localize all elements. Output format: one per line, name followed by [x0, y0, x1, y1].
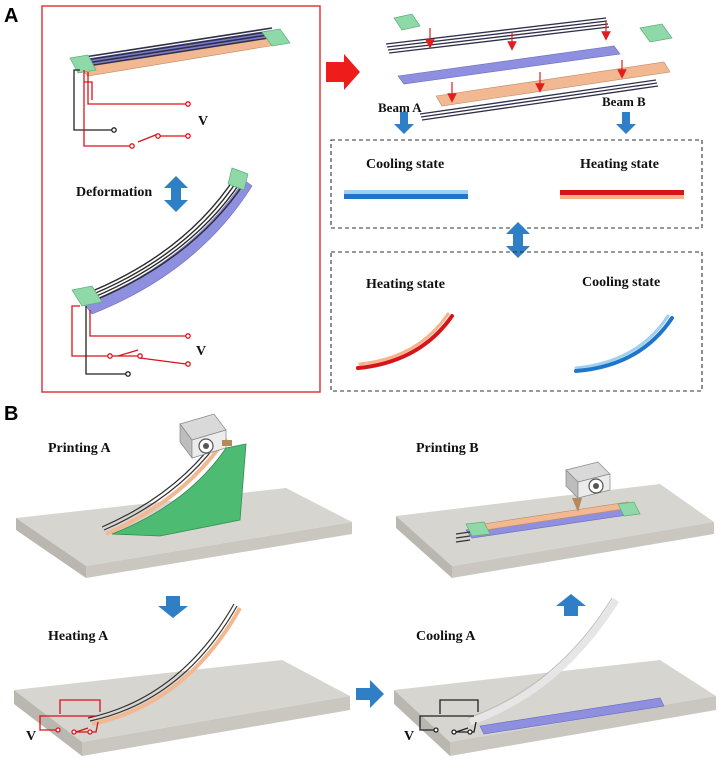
right-clamp	[261, 28, 291, 47]
bottom-circuit	[71, 305, 191, 377]
step-down-arrow	[158, 596, 188, 618]
voltage-label-cooling: V	[404, 729, 414, 744]
voltage-label-heating: V	[26, 729, 36, 744]
actuator-frame	[41, 5, 321, 393]
beam-a-label: Beam A	[378, 100, 422, 115]
print-head-a	[179, 413, 232, 460]
heating-circuit	[39, 699, 101, 735]
step-right-arrow	[356, 680, 384, 708]
top-left-state-label: Cooling state	[366, 157, 444, 172]
bottom-left-state-label: Heating state	[366, 277, 445, 292]
step-label-heating-a: Heating A	[48, 629, 109, 644]
heating-straight-beam	[560, 190, 684, 199]
scene-printing-a	[16, 413, 352, 578]
heating-bent-beam	[356, 312, 454, 370]
straight-state-box	[330, 139, 703, 229]
print-head-b	[565, 461, 611, 512]
beam-b-down-arrow	[616, 112, 636, 134]
cooling-circuit	[419, 699, 479, 735]
green-support	[111, 443, 247, 537]
printed-b-wires	[455, 531, 471, 543]
heater-wires	[77, 27, 276, 68]
panel-b-letter: B	[4, 403, 18, 425]
cooling-bent-beam	[574, 314, 674, 373]
bottom-right-state-label: Cooling state	[582, 275, 660, 290]
voltage-label-top: V	[198, 114, 208, 129]
bent-left-clamp	[71, 285, 103, 307]
bent-state-box	[330, 251, 703, 392]
panel-a-letter: A	[4, 5, 18, 27]
scene-printing-b	[396, 461, 714, 578]
bent-right-clamp	[227, 167, 249, 191]
exploded-left-clamp	[393, 13, 421, 31]
cooling-straight-beam	[344, 190, 468, 199]
exploded-peach-layer	[435, 61, 671, 107]
exploded-right-clamp	[639, 23, 673, 43]
voltage-label-bottom: V	[196, 344, 206, 359]
exploded-view-arrow	[326, 54, 360, 90]
scene-heating-a	[14, 603, 350, 756]
scene-cooling-a	[394, 597, 716, 756]
deformation-label: Deformation	[76, 185, 152, 200]
exploded-wires-top	[385, 17, 610, 54]
state-switch-arrow	[506, 222, 530, 258]
deformation-arrow	[164, 176, 188, 212]
assembly-arrows	[425, 22, 627, 103]
step-label-cooling-a: Cooling A	[416, 629, 476, 644]
step-label-printing-a: Printing A	[48, 441, 112, 456]
exploded-purple-layer	[397, 45, 621, 85]
beam-a-down-arrow	[394, 112, 414, 134]
top-circuit	[73, 69, 191, 149]
bent-actuator	[71, 167, 253, 315]
left-clamp	[69, 54, 97, 74]
bent-wires	[79, 175, 246, 306]
exploded-wires-bottom	[419, 79, 659, 121]
step-label-printing-b: Printing B	[416, 441, 479, 456]
step-up-arrow	[556, 594, 586, 616]
straight-actuator	[69, 27, 291, 77]
top-right-state-label: Heating state	[580, 157, 659, 172]
beam-b-label: Beam B	[602, 94, 646, 109]
